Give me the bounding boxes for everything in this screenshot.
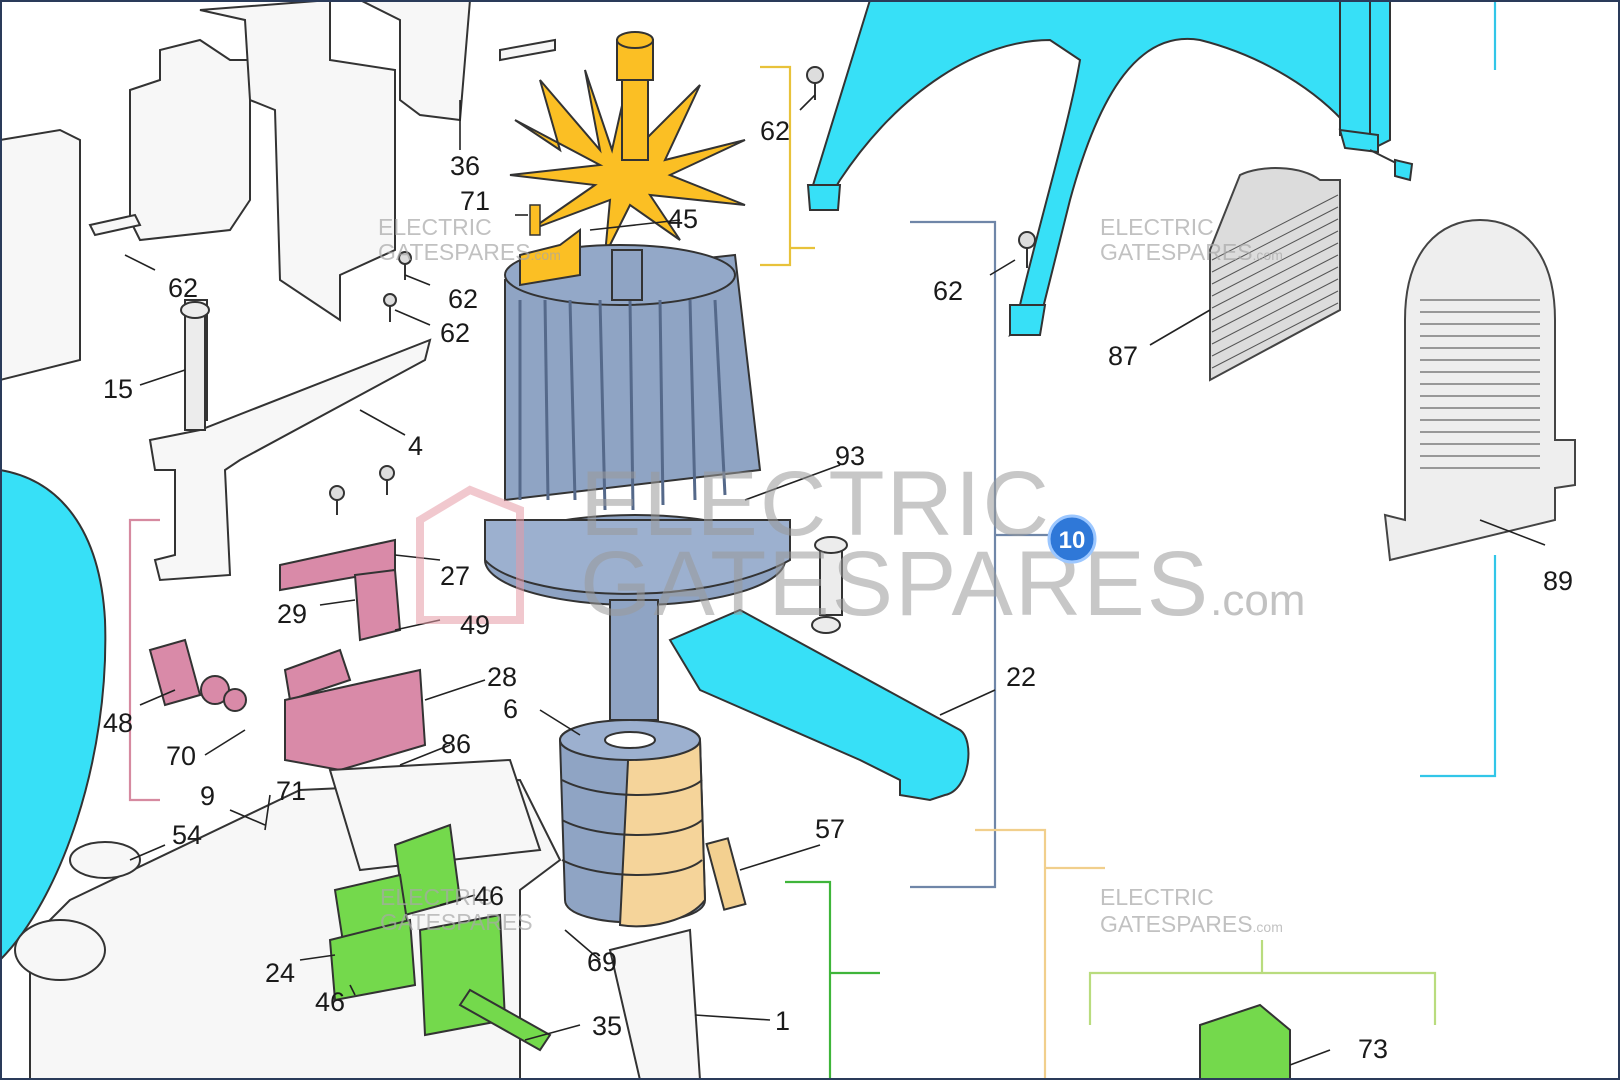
part-label-9[interactable]: 9: [200, 781, 215, 811]
hotspot-label: 10: [1059, 527, 1086, 554]
part-label-36[interactable]: 36: [450, 151, 480, 181]
wm2-line1: ELECTRIC: [1100, 214, 1214, 240]
watermark-small-1: ELECTRIC GATESPARES.com: [378, 214, 561, 265]
part-label-93[interactable]: 93: [835, 441, 865, 471]
fasteners: [180, 301, 848, 911]
part-labels: 36 62 71 45 62 62 62 62 87 15 4 93 27 29…: [103, 116, 1573, 1064]
hotspot-10[interactable]: 10: [1047, 514, 1097, 564]
motor-yellow-tab: [519, 228, 581, 287]
part-label-49[interactable]: 49: [460, 610, 490, 640]
watermark-small-3: ELECTRIC GATESPARES.com: [1100, 884, 1283, 937]
wm4-line2: GATESPARES: [380, 909, 533, 935]
watermark-spares: SPARES: [832, 533, 1210, 635]
part-label-62[interactable]: 62: [168, 273, 198, 303]
part-label-6[interactable]: 6: [503, 694, 518, 724]
wm1-line2: GATESPARES.com: [378, 239, 561, 265]
part-label-70[interactable]: 70: [166, 741, 196, 771]
cover-foot-right: [1338, 128, 1379, 154]
cover-strip: [1339, 0, 1371, 136]
part-label-46[interactable]: 46: [474, 881, 504, 911]
wm2-suffix: .com: [1253, 247, 1283, 263]
wm3-line2: GATESPARES.com: [1100, 911, 1283, 937]
wm4-line1: ELECTRIC: [380, 884, 494, 910]
wm3-line1: ELECTRIC: [1100, 884, 1214, 910]
wm2-spares: SPARES: [1161, 239, 1253, 265]
part-label-62[interactable]: 62: [933, 276, 963, 306]
leader-lines: [124, 94, 1546, 1066]
grille-87: [1209, 167, 1341, 382]
part-label-73[interactable]: 73: [1358, 1034, 1388, 1064]
wm3-suffix: .com: [1253, 919, 1283, 935]
worm-gear-6: [558, 718, 707, 928]
wm3-gate: GATE: [1100, 911, 1161, 937]
part-label-57[interactable]: 57: [815, 814, 845, 844]
part-label-1[interactable]: 1: [775, 1006, 790, 1036]
part-label-69[interactable]: 69: [587, 947, 617, 977]
part-label-4[interactable]: 4: [408, 431, 423, 461]
part-label-45[interactable]: 45: [668, 204, 698, 234]
part-label-62[interactable]: 62: [440, 318, 470, 348]
cyan-arm-22: [668, 608, 970, 802]
watermark-gate: GATE: [580, 533, 832, 635]
fan-45: [509, 31, 746, 256]
left-cyan-cover: [0, 468, 107, 962]
watermark-line2: GATESPARES.com: [580, 533, 1305, 635]
part-label-48[interactable]: 48: [103, 708, 133, 738]
watermark-line1: ELECTRIC: [580, 453, 1051, 555]
wm1-suffix: .com: [531, 247, 561, 263]
part-label-62[interactable]: 62: [448, 284, 478, 314]
part-label-27[interactable]: 27: [440, 561, 470, 591]
part-label-29[interactable]: 29: [277, 599, 307, 629]
part-label-62[interactable]: 62: [760, 116, 790, 146]
wm4-gate: GATE: [380, 909, 441, 935]
part-label-22[interactable]: 22: [1006, 662, 1036, 692]
grille-89: [1383, 218, 1576, 562]
part-label-54[interactable]: 54: [172, 820, 202, 850]
watermark-small-2: ELECTRIC GATESPARES.com: [1100, 214, 1283, 265]
wm2-line2: GATESPARES.com: [1100, 239, 1283, 265]
wm3-spares: SPARES: [1161, 911, 1253, 937]
cover-foot-left: [806, 184, 842, 211]
watermark-suffix: .com: [1210, 576, 1305, 625]
part-label-24[interactable]: 24: [265, 958, 295, 988]
green-parts: [328, 823, 1291, 1080]
watermark-large: ELECTRIC GATESPARES.com: [416, 453, 1305, 635]
part-label-71[interactable]: 71: [276, 776, 306, 806]
wm1-spares: SPARES: [439, 239, 531, 265]
screws: [329, 66, 1036, 515]
wm4-spares: SPARES: [441, 909, 533, 935]
part-label-28[interactable]: 28: [487, 662, 517, 692]
pink-parts: [148, 538, 427, 772]
part-label-15[interactable]: 15: [103, 374, 133, 404]
part-label-86[interactable]: 86: [441, 729, 471, 759]
watermark-small-4: ELECTRIC GATESPARES: [380, 884, 533, 935]
part-label-87[interactable]: 87: [1108, 341, 1138, 371]
part-label-46[interactable]: 46: [315, 987, 345, 1017]
group-brackets: [128, 0, 1497, 1080]
motor-93: [484, 244, 791, 721]
wm1-line1: ELECTRIC: [378, 214, 492, 240]
yellow-screw-71: [529, 204, 541, 236]
wm2-gate: GATE: [1100, 239, 1161, 265]
part-label-35[interactable]: 35: [592, 1011, 622, 1041]
part-label-71[interactable]: 71: [460, 186, 490, 216]
wm1-gate: GATE: [378, 239, 439, 265]
cover-foot-bottom: [1009, 304, 1047, 336]
cyan-screw: [1369, 149, 1414, 182]
part-label-89[interactable]: 89: [1543, 566, 1573, 596]
